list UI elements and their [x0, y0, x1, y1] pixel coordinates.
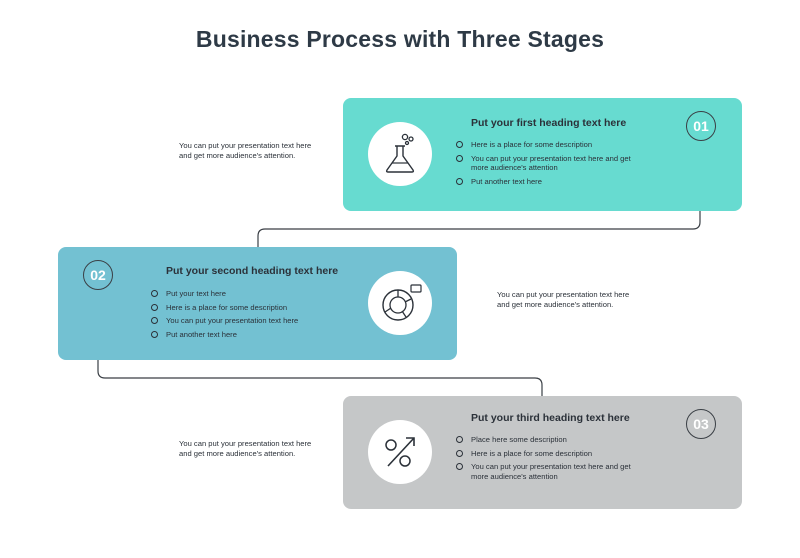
- flask-icon: [368, 122, 432, 186]
- connector-01-to-02: [257, 142, 701, 247]
- stage-1-bullet-list: Here is a place for some description You…: [456, 140, 646, 190]
- bullet-circle-icon: [456, 436, 463, 443]
- percent-growth-icon: [368, 420, 432, 484]
- list-item: You can put your presentation text here …: [456, 462, 646, 481]
- bullet-circle-icon: [456, 141, 463, 148]
- stage-3-number-badge: 03: [686, 409, 716, 439]
- bullet-circle-icon: [456, 449, 463, 457]
- bullet-circle-icon: [151, 330, 158, 338]
- stage-3-heading: Put your third heading text here: [471, 412, 630, 424]
- list-item: Place here some description: [456, 435, 646, 445]
- stage-1-number-badge: 01: [686, 111, 716, 141]
- bullet-circle-icon: [456, 154, 463, 162]
- list-item: Here is a place for some description: [456, 449, 646, 459]
- list-item: Here is a place for some description: [456, 140, 646, 150]
- stage-3-side-text: You can put your presentation text here …: [179, 439, 312, 458]
- connector-02-to-03: [97, 291, 543, 396]
- stage-2-side-text: You can put your presentation text here …: [497, 290, 630, 309]
- list-item: Put your text here: [151, 289, 351, 299]
- bullet-circle-icon: [151, 303, 158, 311]
- page-title: Business Process with Three Stages: [195, 26, 605, 52]
- stage-1-side-text: You can put your presentation text here …: [179, 141, 312, 160]
- stage-3-card: Put your third heading text here Place h…: [343, 396, 742, 509]
- stage-2-card: 02 Put your second heading text here Put…: [58, 247, 457, 360]
- stage-2-bullet-list: Put your text here Here is a place for s…: [151, 289, 351, 343]
- bullet-circle-icon: [456, 177, 463, 185]
- list-item: You can put your presentation text here …: [456, 154, 646, 173]
- list-item: Put another text here: [456, 177, 646, 187]
- stage-1-card: Put your first heading text here Here is…: [343, 98, 742, 211]
- bullet-circle-icon: [151, 290, 158, 297]
- stage-3-bullet-list: Place here some description Here is a pl…: [456, 435, 646, 485]
- stage-2-heading: Put your second heading text here: [166, 265, 339, 277]
- stage-2-number-badge: 02: [83, 260, 113, 290]
- ring-chart-icon: [368, 271, 432, 335]
- bullet-circle-icon: [456, 463, 463, 470]
- list-item: You can put your presentation text here: [151, 316, 351, 326]
- list-item: Put another text here: [151, 330, 351, 340]
- stage-1-heading: Put your first heading text here: [471, 117, 627, 129]
- list-item: Here is a place for some description: [151, 303, 351, 313]
- bullet-circle-icon: [151, 317, 158, 324]
